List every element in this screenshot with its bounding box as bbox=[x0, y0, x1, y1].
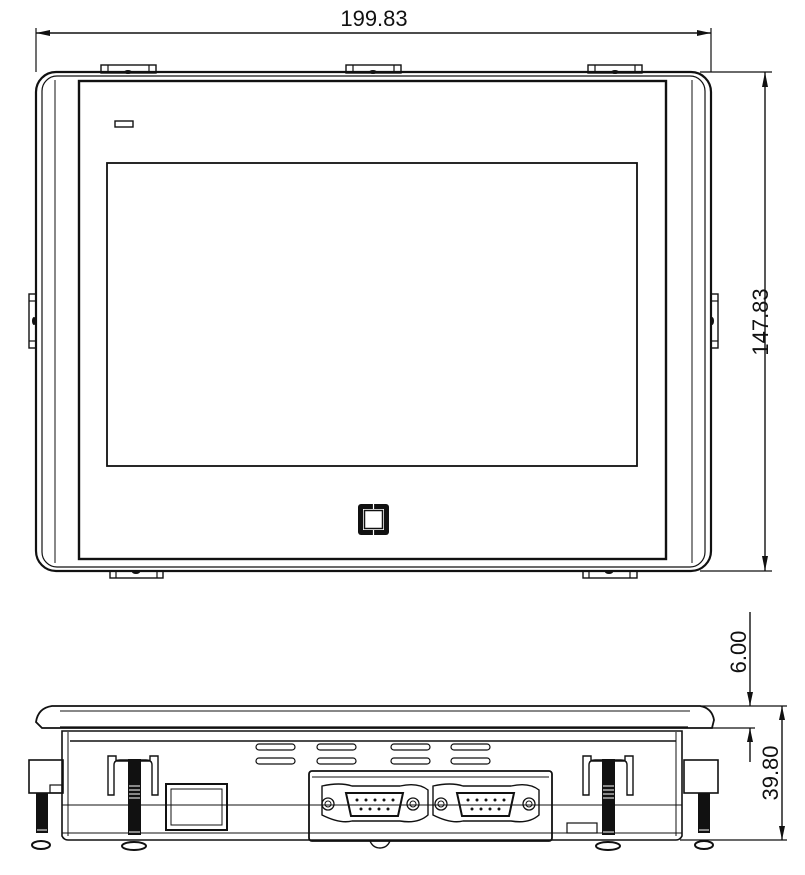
display-screen bbox=[106, 162, 638, 467]
serial-port-db9-2 bbox=[432, 783, 540, 823]
bezel-depth-dimension: 6.00 bbox=[726, 612, 753, 762]
mounting-screws bbox=[28, 755, 719, 851]
mounting-clips-bottom bbox=[109, 570, 638, 579]
bottom-side-view bbox=[28, 705, 719, 851]
height-dimension: 147.83 bbox=[700, 71, 773, 572]
width-dimension-label: 199.83 bbox=[340, 6, 407, 31]
ventilation-slots bbox=[255, 743, 491, 765]
mounting-clips-sides bbox=[28, 293, 719, 349]
front-view bbox=[28, 64, 719, 579]
depth-label: 39.80 bbox=[758, 745, 783, 800]
home-button bbox=[358, 504, 389, 535]
status-led bbox=[114, 120, 134, 128]
ethernet-port bbox=[165, 783, 228, 831]
depth-dimension: 39.80 bbox=[680, 705, 787, 841]
bezel-depth-label: 6.00 bbox=[726, 631, 751, 674]
mounting-clips-top bbox=[100, 64, 643, 74]
serial-port-db9-1 bbox=[321, 783, 429, 823]
front-bezel-flange bbox=[35, 705, 715, 729]
height-dimension-label: 147.83 bbox=[748, 288, 773, 355]
width-dimension: 199.83 bbox=[35, 6, 712, 72]
